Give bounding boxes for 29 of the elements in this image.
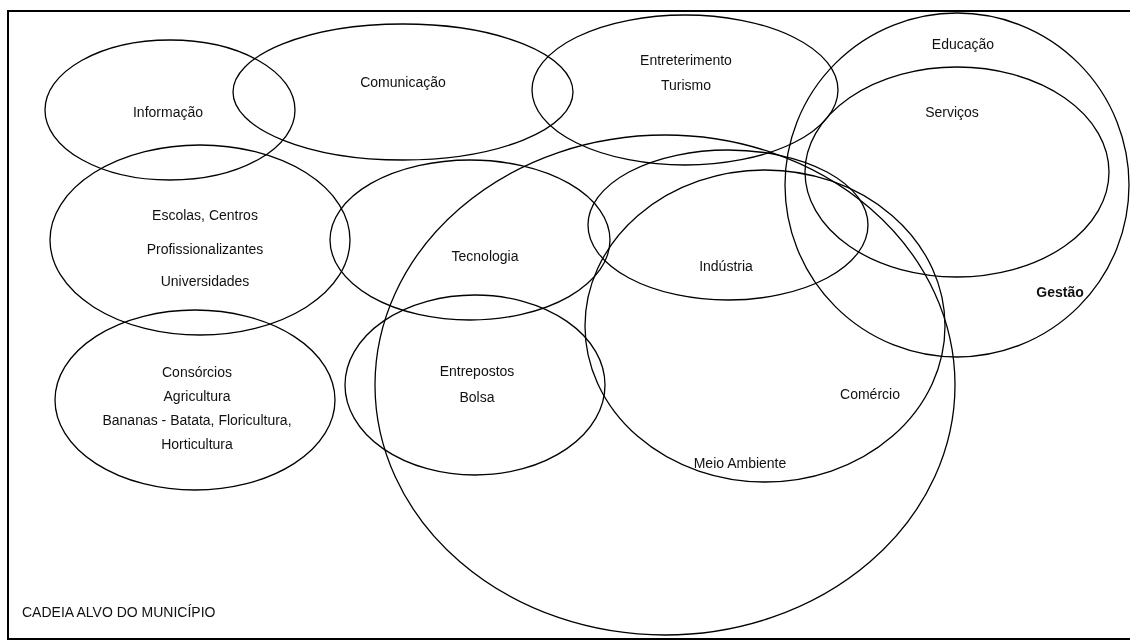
ellipse-label: Tecnologia [450, 247, 520, 266]
ellipse-label: Entreterimento Turismo [639, 51, 733, 95]
ellipse-label: Meio Ambiente [692, 454, 788, 473]
ellipse-node [45, 40, 295, 180]
ellipse-label: Educação [930, 35, 996, 54]
ellipse-label: Consórcios [161, 363, 233, 382]
caption: CADEIA ALVO DO MUNICÍPIO [22, 604, 216, 620]
ellipse-label: Serviços [924, 103, 980, 122]
ellipse-label: Informação [131, 103, 204, 122]
ellipse-node [375, 135, 955, 635]
ellipse-node [588, 150, 868, 300]
ellipse-node [330, 160, 610, 320]
ellipse-node [345, 295, 605, 475]
ellipse-node [532, 15, 838, 165]
ellipse-node [585, 170, 945, 482]
ellipse-node [55, 310, 335, 490]
ellipse-node [233, 24, 573, 160]
ellipse-node [785, 13, 1129, 357]
ellipse-label: Escolas, Centros Profissionalizantes [145, 206, 265, 259]
ellipse-label: Gestão [1035, 283, 1085, 302]
ellipse-label: Agricultura [162, 387, 232, 406]
ellipse-node [805, 67, 1109, 277]
ellipse-node [50, 145, 350, 335]
ellipse-label: Bananas - Batata, Floricultura, Horticultura [102, 411, 292, 454]
ellipse-label: Entrepostos Bolsa [438, 362, 516, 407]
ellipse-label: Universidades [159, 272, 251, 291]
ellipse-label: Comunicação [359, 73, 447, 92]
ellipse-label: Comércio [839, 385, 901, 404]
ellipse-label: Indústria [698, 257, 754, 276]
